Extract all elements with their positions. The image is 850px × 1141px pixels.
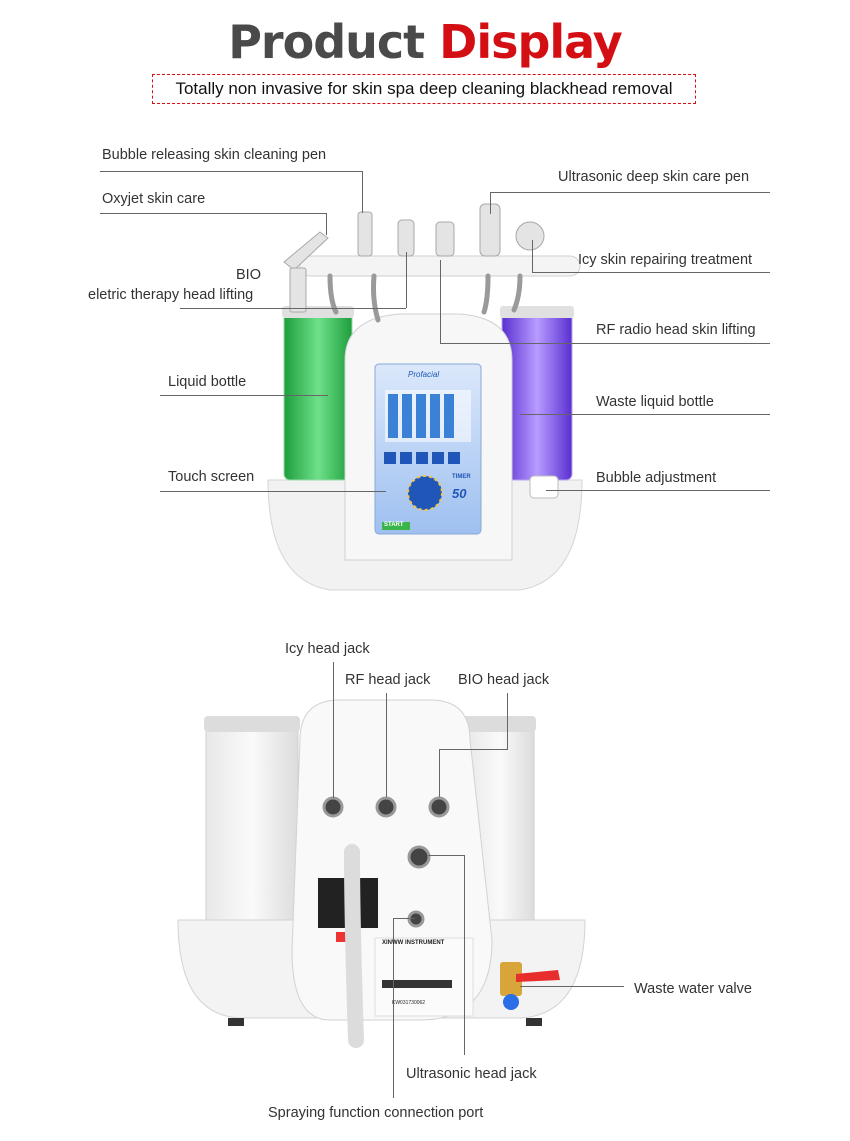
screen-start: START	[384, 522, 404, 528]
label-bio: BIO	[236, 267, 261, 283]
label-bubble-pen: Bubble releasing skin cleaning pen	[102, 147, 327, 163]
label-bio-sub: eletric therapy head lifting	[88, 287, 254, 303]
label-bubble-adjustment: Bubble adjustment	[596, 470, 717, 486]
back-plate-code: KW031730062	[392, 1000, 426, 1006]
label-waste-bottle: Waste liquid bottle	[596, 394, 714, 410]
screen-timer-label: TIMER	[452, 474, 471, 480]
label-rf: RF radio head skin lifting	[596, 322, 756, 338]
label-touch-screen: Touch screen	[168, 469, 255, 485]
screen-timer-value: 50	[452, 486, 467, 501]
label-spraying-port: Spraying function connection port	[268, 1105, 484, 1121]
label-waste-valve: Waste water valve	[634, 981, 752, 997]
back-plate-maker: XINWW INSTRUMENT	[382, 940, 445, 946]
screen-brand: Profacial	[408, 370, 440, 379]
label-icy: Icy skin repairing treatment	[578, 252, 753, 268]
label-ultrasonic-jack: Ultrasonic head jack	[406, 1066, 537, 1082]
label-liquid-bottle: Liquid bottle	[168, 374, 247, 390]
title-part-2: Display	[439, 15, 623, 69]
back-device-illustration	[177, 699, 586, 1048]
label-rf-jack: RF head jack	[345, 672, 431, 688]
page-title: Product Display	[0, 14, 850, 70]
front-device-illustration	[267, 203, 583, 591]
label-ultrasonic-pen: Ultrasonic deep skin care pen	[558, 169, 750, 185]
title-part-1: Product	[228, 15, 425, 69]
label-oxyjet: Oxyjet skin care	[102, 191, 206, 207]
subtitle: Totally non invasive for skin spa deep c…	[152, 74, 696, 104]
label-icy-jack: Icy head jack	[285, 641, 370, 657]
label-bio-jack: BIO head jack	[458, 672, 550, 688]
